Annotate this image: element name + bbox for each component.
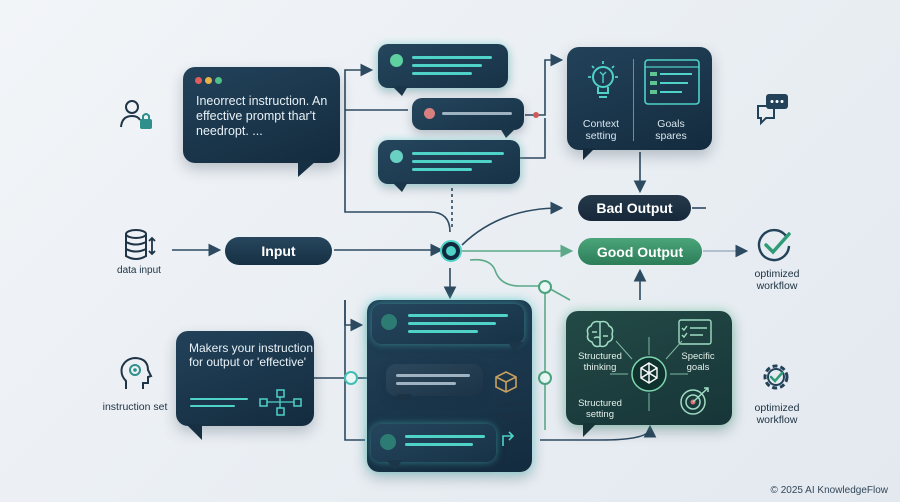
- good-output-pill: Good Output: [578, 238, 702, 265]
- arrow-up-right-icon: [502, 431, 515, 446]
- bad-output-label: Bad Output: [596, 200, 673, 216]
- user-avatar-icon: [381, 314, 397, 330]
- incorrect-instruction-text: Ineorrect instruction. An effective prom…: [196, 94, 328, 138]
- chat-bubble-5: [386, 364, 483, 396]
- bubble-tail: [583, 148, 595, 160]
- context-goals-panel: Context setting Goals spares: [567, 47, 712, 150]
- text-line: [408, 314, 508, 317]
- data-input-label: data input: [117, 265, 161, 276]
- window-dot-yellow: [205, 77, 212, 84]
- panel-divider: [633, 59, 634, 141]
- bubble-tail: [298, 161, 316, 177]
- chat-bubbles-icon: [757, 94, 788, 126]
- database-icon: [125, 229, 156, 260]
- structured-thinking-label: Structured thinking: [578, 351, 622, 373]
- optimized-workflow-label-2: optimized workflow: [754, 402, 800, 426]
- target-icon: [680, 387, 709, 415]
- goals-spares-label: Goals spares: [655, 118, 687, 142]
- bubble-tail: [386, 460, 402, 470]
- text-line: [405, 443, 473, 446]
- flow-nodes-icon: [259, 389, 302, 416]
- structured-panel-connectors: [610, 337, 688, 411]
- bad-output-pill: Bad Output: [578, 195, 691, 221]
- context-setting-label: Context setting: [582, 118, 620, 142]
- text-line: [412, 64, 482, 67]
- text-line: [412, 160, 492, 163]
- brain-icon: [586, 320, 614, 348]
- chat-bubble-1: [378, 44, 508, 88]
- text-line: [396, 382, 456, 385]
- text-line: [442, 112, 512, 115]
- copyright-text: © 2025 AI KnowledgeFlow: [770, 485, 888, 496]
- chat-bubble-3: [378, 140, 520, 184]
- text-line: [412, 56, 492, 59]
- text-line: [412, 72, 472, 75]
- optimized-workflow-label-1: optimized workflow: [754, 268, 800, 292]
- ai-knot-icon: [631, 356, 667, 392]
- cube-icon: [495, 371, 517, 393]
- lightbulb-icon: [588, 61, 618, 98]
- bubble-tail: [396, 394, 412, 404]
- text-line: [190, 398, 248, 400]
- gear-check-icon: [763, 364, 789, 390]
- text-line: [408, 322, 496, 325]
- text-line: [412, 152, 504, 155]
- context-setting-small-label: Context setting: [491, 399, 525, 421]
- text-line: [405, 435, 485, 438]
- check-circle-icon: [757, 228, 791, 262]
- checklist-window-icon: [678, 319, 712, 345]
- user-lock-icon: [120, 100, 152, 129]
- instruction-set-label: instruction set: [102, 401, 168, 413]
- text-line: [408, 330, 478, 333]
- specific-goals-label: Specific goals: [681, 351, 715, 373]
- avatar: [390, 150, 403, 163]
- bubble-tail: [392, 182, 408, 192]
- input-pill-label: Input: [261, 243, 296, 259]
- good-output-label: Good Output: [596, 243, 684, 260]
- avatar: [390, 54, 403, 67]
- text-line: [412, 168, 472, 171]
- head-gear-icon: [120, 356, 153, 389]
- bubble-tail: [508, 342, 524, 352]
- window-dot-green: [215, 77, 222, 84]
- input-pill: Input: [225, 237, 332, 265]
- bubble-tail: [186, 424, 202, 440]
- bubble-tail: [583, 423, 597, 437]
- incorrect-instruction-bubble: Ineorrect instruction. An effective prom…: [183, 67, 340, 163]
- effective-instruction-text: Makers your instruction for output or 'e…: [189, 341, 314, 369]
- bubble-tail: [392, 86, 408, 96]
- structured-setting-label: Structured setting: [578, 398, 622, 420]
- chat-bubble-2: [412, 98, 524, 130]
- goals-window-icon: [644, 59, 700, 105]
- chat-bubble-4: [372, 304, 524, 344]
- bubble-tail: [500, 128, 516, 138]
- structured-thinking-panel: Structured thinking Specific goals Struc…: [566, 311, 732, 425]
- text-line: [396, 374, 470, 377]
- window-dot-red: [195, 77, 202, 84]
- user-avatar-icon: [380, 434, 396, 450]
- text-line: [190, 405, 235, 407]
- effective-instruction-bubble: Makers your instruction for output or 'e…: [176, 331, 314, 426]
- chat-bubble-6: [371, 424, 496, 462]
- avatar: [424, 108, 435, 119]
